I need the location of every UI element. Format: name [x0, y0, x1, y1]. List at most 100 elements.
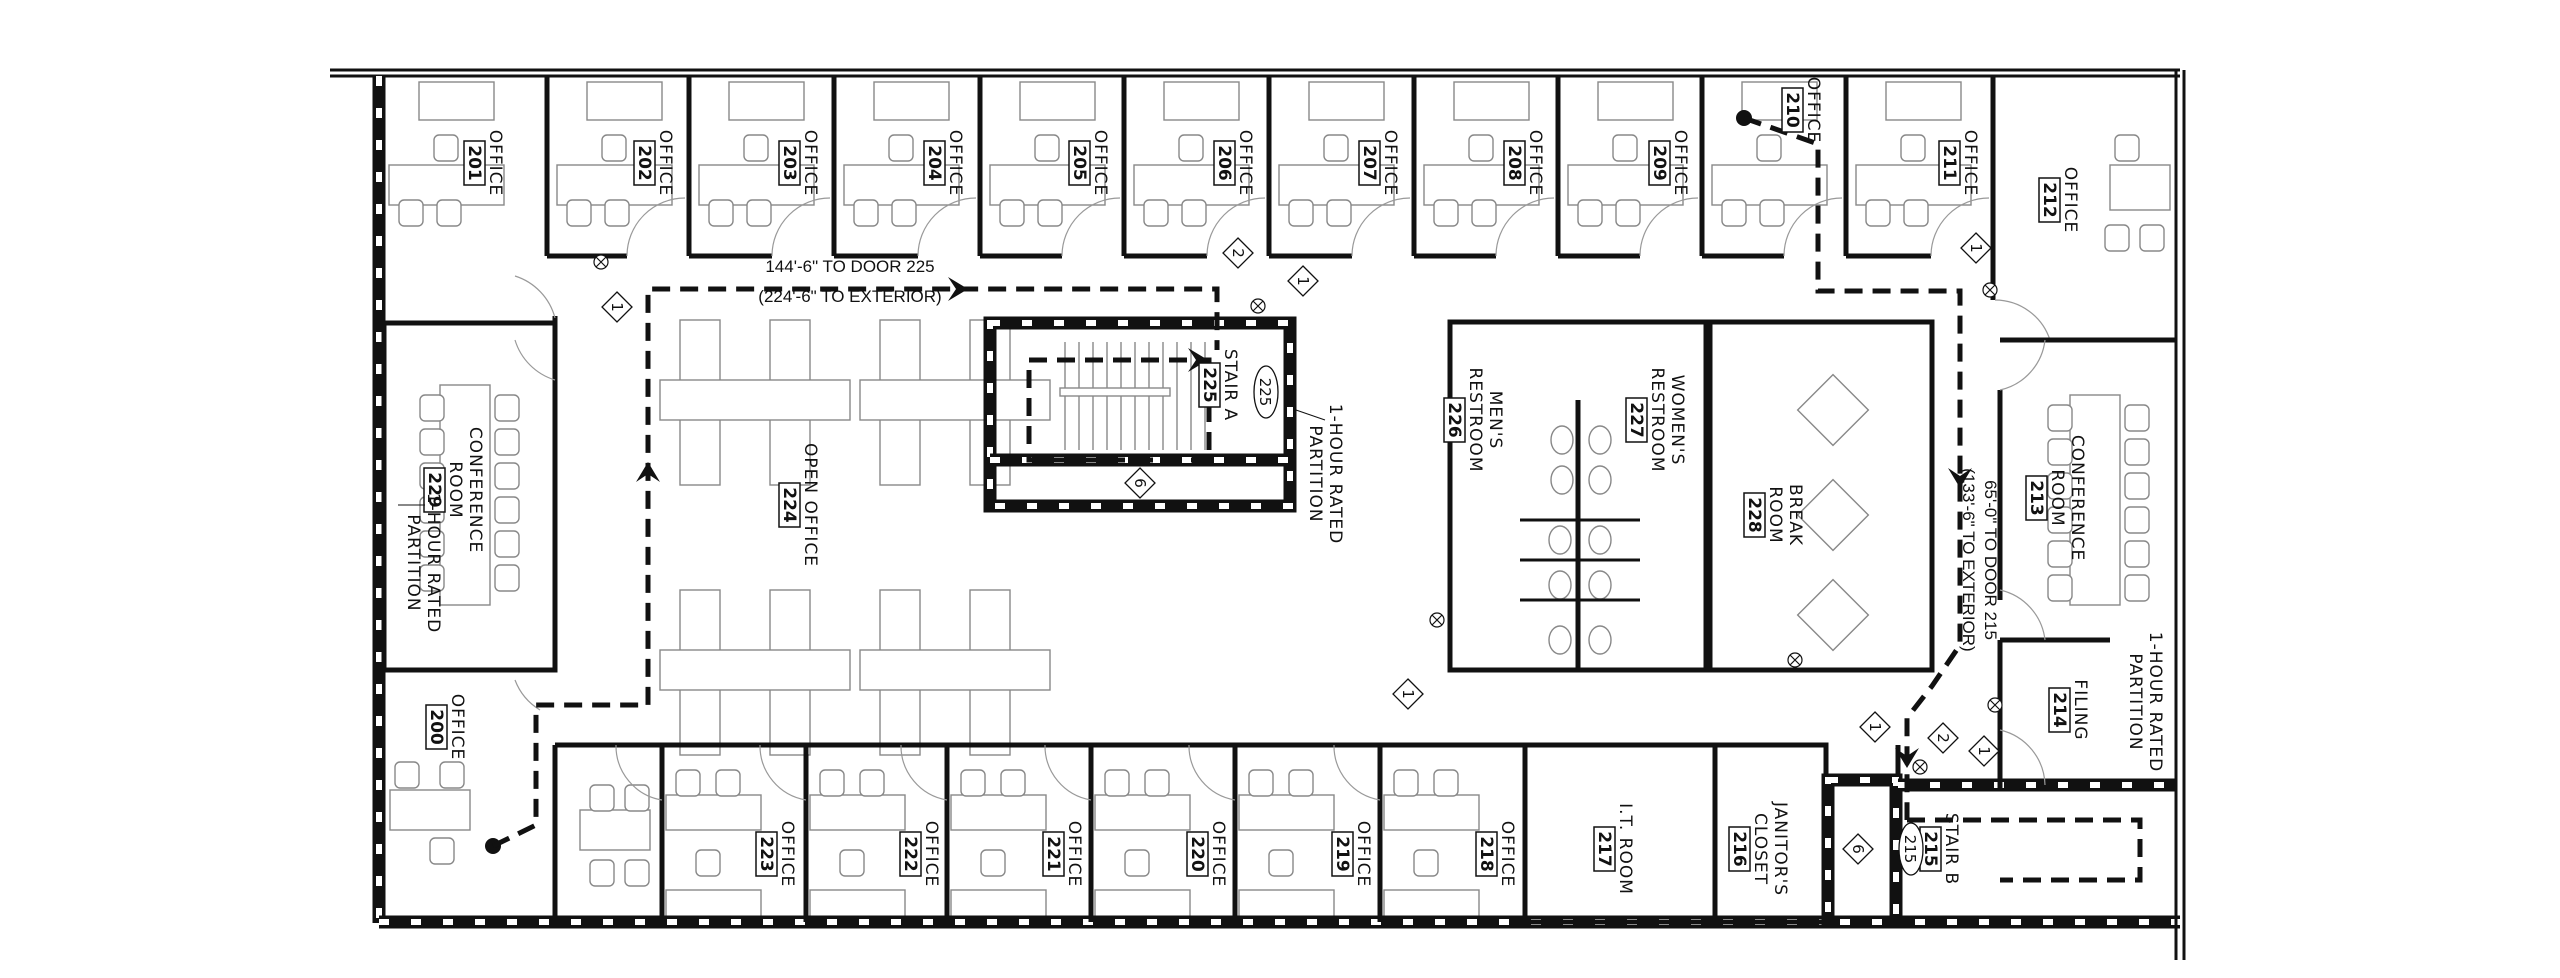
room-name: STAIR B [1941, 813, 1961, 885]
break-table [1796, 478, 1870, 552]
chair [839, 849, 865, 877]
chair [1865, 199, 1891, 227]
chair [1323, 134, 1349, 162]
door-swing [759, 744, 807, 801]
door-swing [1495, 197, 1555, 257]
egress-distance-note: (133'-6" TO EXTERIOR) [1959, 468, 1978, 651]
room-number: 222 [900, 836, 920, 872]
desk [1163, 81, 1240, 121]
room-number-box [1743, 492, 1766, 538]
room-name: RESTROOM [1465, 368, 1485, 473]
room-number-box [1475, 831, 1498, 877]
partition-note-text: 1-HOUR RATED [1325, 404, 1345, 544]
room-number-box [1625, 397, 1648, 443]
room-name: BREAK [1785, 484, 1805, 546]
partition-note-text: PARTITION [403, 514, 423, 611]
room-number: 207 [1359, 145, 1379, 181]
room-number: 204 [924, 145, 944, 181]
chair [1393, 769, 1419, 797]
chair [2124, 506, 2150, 534]
desk [659, 379, 851, 421]
room-number: 226 [1444, 402, 1464, 438]
stair-a-walls-pattern [987, 320, 1293, 509]
room-number: 211 [1939, 145, 1959, 181]
chair [494, 462, 520, 490]
room-number-box [2025, 475, 2048, 521]
door-tag-number: 215 [1901, 835, 1919, 864]
chair [980, 849, 1006, 877]
egress-path-stair-a [1026, 357, 1212, 463]
room-number: 213 [2026, 480, 2046, 516]
door-tag-oval [1898, 822, 1924, 876]
door-swing [1061, 197, 1121, 257]
chair [1756, 134, 1782, 162]
exit-sign-cross [1989, 699, 2001, 711]
room-name: STAIR A [1220, 349, 1240, 421]
room-number-box [1068, 140, 1091, 186]
door-swing [1188, 744, 1236, 801]
desk [665, 794, 762, 831]
door-swing [1783, 197, 1843, 257]
keynote-number: 1 [1967, 243, 1985, 253]
fixture [1588, 525, 1612, 555]
chair [589, 784, 615, 812]
egress-distance-note: 144'-6" TO DOOR 225 [765, 257, 934, 276]
chair [566, 199, 592, 227]
egress-arrow-icon [1188, 348, 1208, 372]
keynote-diamond [1392, 678, 1424, 710]
chair [695, 849, 721, 877]
keynote-diamond [1968, 735, 2000, 767]
chair [675, 769, 701, 797]
exit-sign-icon [1429, 612, 1445, 628]
room-number: 201 [464, 145, 484, 181]
egress-path-stair-b [1907, 817, 2143, 883]
chair [819, 769, 845, 797]
chair [439, 761, 465, 789]
keynote-number: 2 [1229, 248, 1247, 258]
partition-note-text: 1-HOUR RATED [2145, 632, 2165, 772]
room-number: 214 [2049, 692, 2069, 728]
room-name: OFFICE [447, 694, 467, 761]
keynote-tag: 1 [1960, 232, 1992, 264]
chair [624, 784, 650, 812]
room-number-box [1443, 397, 1466, 443]
chair [743, 134, 769, 162]
exit-sign-cross [1252, 300, 1264, 312]
desk [728, 81, 805, 121]
exit-sign-icon [1250, 298, 1266, 314]
room-name: OFFICE [1525, 130, 1545, 197]
room-name: OPEN OFFICE [800, 443, 820, 567]
room-name: OFFICE [1235, 130, 1255, 197]
exit-sign-icon [1912, 759, 1928, 775]
chair [2047, 540, 2073, 568]
door-swing [900, 744, 948, 801]
chair [2124, 472, 2150, 500]
desk [1019, 81, 1096, 121]
desk [1453, 81, 1530, 121]
chair [494, 530, 520, 558]
desk [809, 794, 906, 831]
desk [1711, 164, 1828, 206]
exit-sign-cross [595, 256, 607, 268]
room-number-box [778, 140, 801, 186]
room-number-box [1503, 140, 1526, 186]
fixture [1548, 525, 1572, 555]
chair [1471, 199, 1497, 227]
door-swing [917, 197, 977, 257]
door-tag-oval [1253, 365, 1279, 419]
chair [1433, 769, 1459, 797]
desk [1597, 81, 1674, 121]
room-name: JANITOR'S [1770, 801, 1790, 896]
